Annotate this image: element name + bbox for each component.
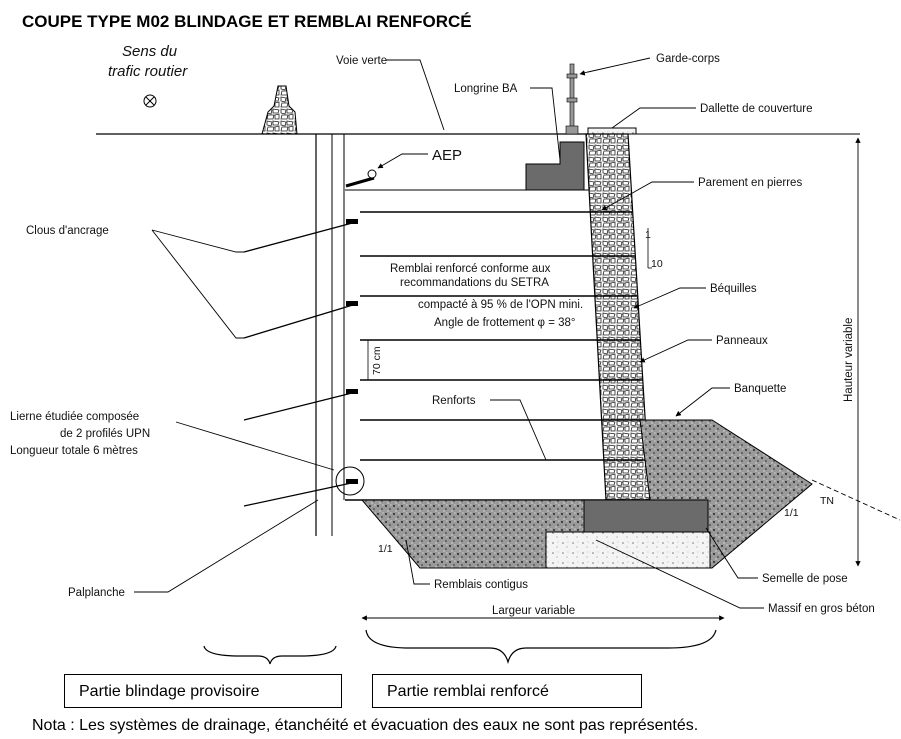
diagram-title: COUPE TYPE M02 BLINDAGE ET REMBLAI RENFO… <box>22 12 472 31</box>
largeur-label: Largeur variable <box>492 605 575 617</box>
traffic-direction-icon <box>143 94 157 108</box>
longrine-label: Longrine BA <box>454 83 518 95</box>
longrine-ba <box>525 141 585 191</box>
semelle-pose <box>583 499 709 533</box>
traffic-label-line1: Sens du <box>122 43 178 60</box>
part-remblai-box: Partie remblai renforcé <box>372 674 642 708</box>
massif-gros-beton <box>545 531 711 569</box>
semelle-label: Semelle de pose <box>762 573 848 585</box>
voie-verte-label: Voie verte <box>336 55 387 67</box>
slope-label-10: 10 <box>651 258 663 270</box>
dallette-label: Dallette de couverture <box>700 103 813 115</box>
garde-corps-icon <box>565 63 579 135</box>
brace-blindage <box>203 645 337 665</box>
panneaux-label: Panneaux <box>716 335 768 347</box>
parement-label: Parement en pierres <box>698 177 802 189</box>
compacte-label: compacté à 95 % de l'OPN mini. <box>418 299 583 311</box>
remblai-label-line2: recommandations du SETRA <box>400 277 549 289</box>
road-barrier-icon <box>261 85 298 135</box>
dallette-couverture <box>587 127 637 135</box>
slope-right-label: 1/1 <box>784 507 799 519</box>
slope-label-1: 1 <box>645 229 651 241</box>
garde-corps-label: Garde-corps <box>656 53 720 65</box>
remblais-contigus-label: Remblais contigus <box>434 579 528 591</box>
remblai-label-line1: Remblai renforcé conforme aux <box>390 263 551 275</box>
slope-left-label: 1/1 <box>378 543 393 555</box>
part-blindage-label: Partie blindage provisoire <box>79 683 260 700</box>
part-blindage-box: Partie blindage provisoire <box>64 674 342 708</box>
renforts-layers <box>345 211 650 501</box>
aep-pipe <box>345 169 377 188</box>
renforts-label: Renforts <box>432 395 476 407</box>
lierne-label-line3: Longueur totale 6 mètres <box>10 445 138 457</box>
palplanche-label: Palplanche <box>68 587 125 599</box>
clous-label: Clous d'ancrage <box>26 225 109 237</box>
lierne-detail <box>335 466 365 496</box>
clous-ancrage <box>243 221 357 507</box>
slope-indicator <box>647 228 652 269</box>
dim-70cm-label: 70 cm <box>371 346 383 375</box>
palplanche <box>315 134 345 536</box>
aep-label: AEP <box>432 147 462 164</box>
lierne-label-line1: Lierne étudiée composée <box>10 411 139 423</box>
traffic-label-line2: trafic routier <box>108 63 188 80</box>
bequilles-label: Béquilles <box>710 283 757 295</box>
banquette-label: Banquette <box>734 383 786 395</box>
massif-label: Massif en gros béton <box>768 603 875 615</box>
brace-remblai <box>365 629 717 665</box>
hauteur-label: Hauteur variable <box>843 318 855 402</box>
tn-label: TN <box>820 495 834 507</box>
nota-text: Nota : Les systèmes de drainage, étanché… <box>32 717 698 734</box>
part-remblai-label: Partie remblai renforcé <box>387 683 549 700</box>
dim-70cm-line <box>364 339 372 381</box>
panel-joints <box>590 211 648 461</box>
lierne-label-line2: de 2 profilés UPN <box>60 428 150 440</box>
angle-label: Angle de frottement φ = 38° <box>434 317 576 329</box>
